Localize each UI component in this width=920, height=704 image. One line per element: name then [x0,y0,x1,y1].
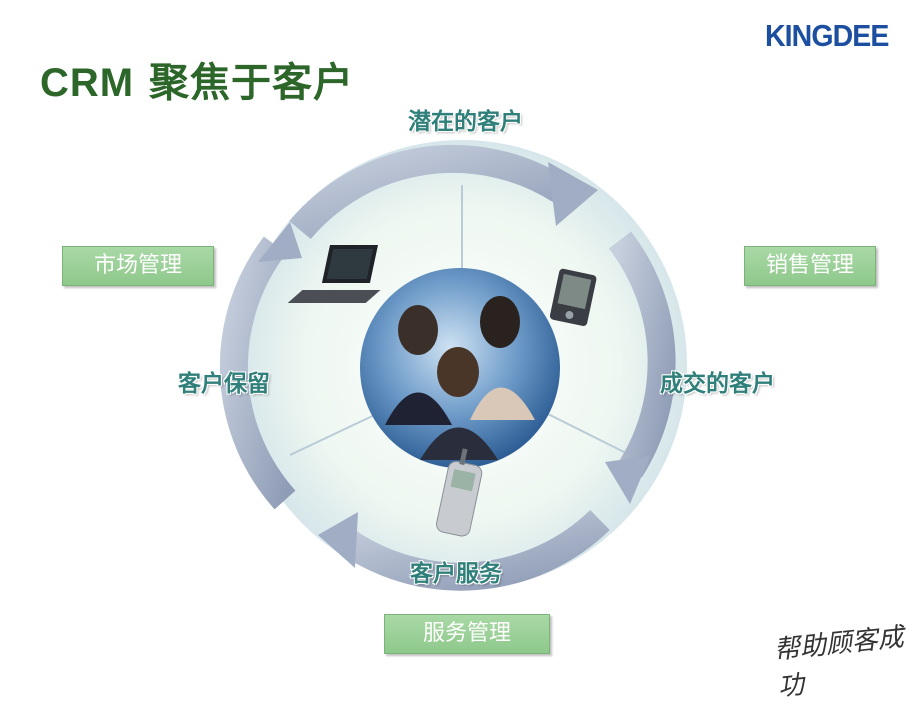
label-closed-customer: 成交的客户 [660,371,775,397]
label-potential-customer: 潜在的客户 [408,109,523,135]
module-sales-box: 销售管理 [744,246,876,286]
customers-photo [360,268,560,468]
laptop-icon [287,245,381,303]
title-main: 聚焦于客户 [149,60,355,106]
mobile-phone-icon [436,448,483,537]
arrow-heads [258,162,650,568]
label-customer-service: 客户服务 [410,561,502,587]
title-prefix: CRM [40,61,135,105]
module-service-box: 服务管理 [384,614,550,654]
module-marketing-box: 市场管理 [62,246,214,286]
kingdee-logo: KINGDEE [765,18,889,53]
pda-icon [549,268,597,327]
cycle-arrows [219,144,676,591]
page-title: CRM 聚焦于客户 [40,50,354,108]
label-customer-retention: 客户保留 [178,371,270,397]
slogan-signature: 帮助顾客成功 [772,622,906,703]
